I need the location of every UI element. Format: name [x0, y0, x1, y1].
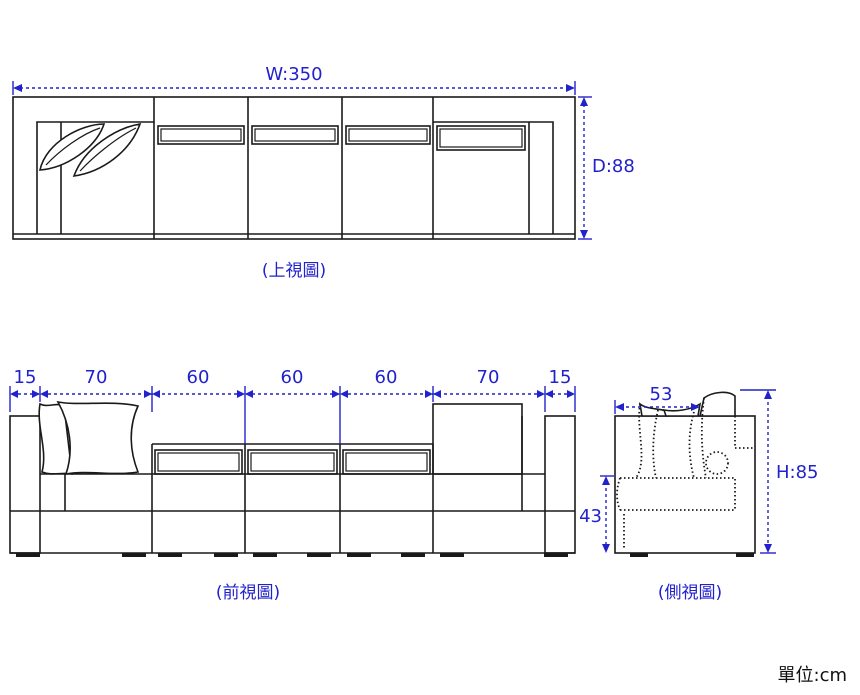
- side-view-foot: [630, 553, 648, 557]
- front-view-back-cushion: [342, 449, 431, 475]
- segment-label: 60: [281, 367, 304, 388]
- front-view-dimension-chain: [9, 386, 576, 444]
- segment-label: 70: [85, 367, 108, 388]
- front-view-left-arm: [9, 415, 41, 554]
- front-view-foot: [440, 553, 464, 557]
- segment-label: 15: [549, 367, 572, 388]
- front-view-foot: [214, 553, 238, 557]
- front-view-back-cushion: [247, 449, 338, 475]
- side-view-hidden-line: [635, 403, 643, 479]
- front-view-foot: [158, 553, 182, 557]
- top-view-left-arm: [36, 121, 154, 234]
- top-view: W:350 D:88 (上視圖): [12, 64, 635, 281]
- top-view-right-arm: [433, 121, 554, 234]
- front-view: 15 70 60 60 60 70 15 (前視圖): [9, 367, 576, 603]
- side-view: 53 43 H:85 (側視圖): [579, 384, 818, 603]
- front-view-right-back-cushion: [432, 403, 523, 475]
- top-view-back-cushion: [436, 125, 526, 151]
- width-label: W:350: [265, 64, 322, 85]
- depth-label: D:88: [592, 156, 635, 177]
- side-view-outline: [614, 415, 756, 554]
- front-view-foot: [122, 553, 146, 557]
- seat-height-label: 43: [579, 506, 602, 527]
- unit-label: 單位:cm: [778, 665, 848, 686]
- segment-label: 60: [375, 367, 398, 388]
- front-view-foot: [307, 553, 331, 557]
- front-view-foot: [16, 553, 40, 557]
- front-view-right-arm: [544, 415, 576, 554]
- top-view-caption: (上視圖): [262, 261, 326, 281]
- side-depth-label: 53: [650, 384, 673, 405]
- top-view-outline: [12, 96, 576, 240]
- top-view-pillow: [72, 122, 142, 177]
- side-view-hidden-pillow: [705, 451, 729, 475]
- top-view-pillow: [38, 123, 106, 171]
- front-view-foot: [347, 553, 371, 557]
- side-view-pillow: [662, 402, 702, 417]
- front-view-foot: [253, 553, 277, 557]
- side-view-back-cushion: [699, 391, 736, 417]
- front-view-pillow: [56, 400, 140, 476]
- segment-label: 15: [14, 367, 37, 388]
- top-view-back-cushion: [157, 125, 245, 145]
- front-view-foot: [401, 553, 425, 557]
- top-view-back-cushion: [345, 125, 431, 145]
- segment-label: 70: [477, 367, 500, 388]
- side-view-caption: (側視圖): [658, 583, 722, 603]
- segment-label: 60: [187, 367, 210, 388]
- front-view-pillow: [38, 402, 73, 475]
- height-label: H:85: [776, 462, 819, 483]
- front-view-foot: [544, 553, 568, 557]
- side-view-foot: [736, 553, 754, 557]
- front-view-back-cushion: [154, 449, 243, 475]
- front-view-caption: (前視圖): [216, 583, 280, 603]
- top-view-back-cushion: [251, 125, 339, 145]
